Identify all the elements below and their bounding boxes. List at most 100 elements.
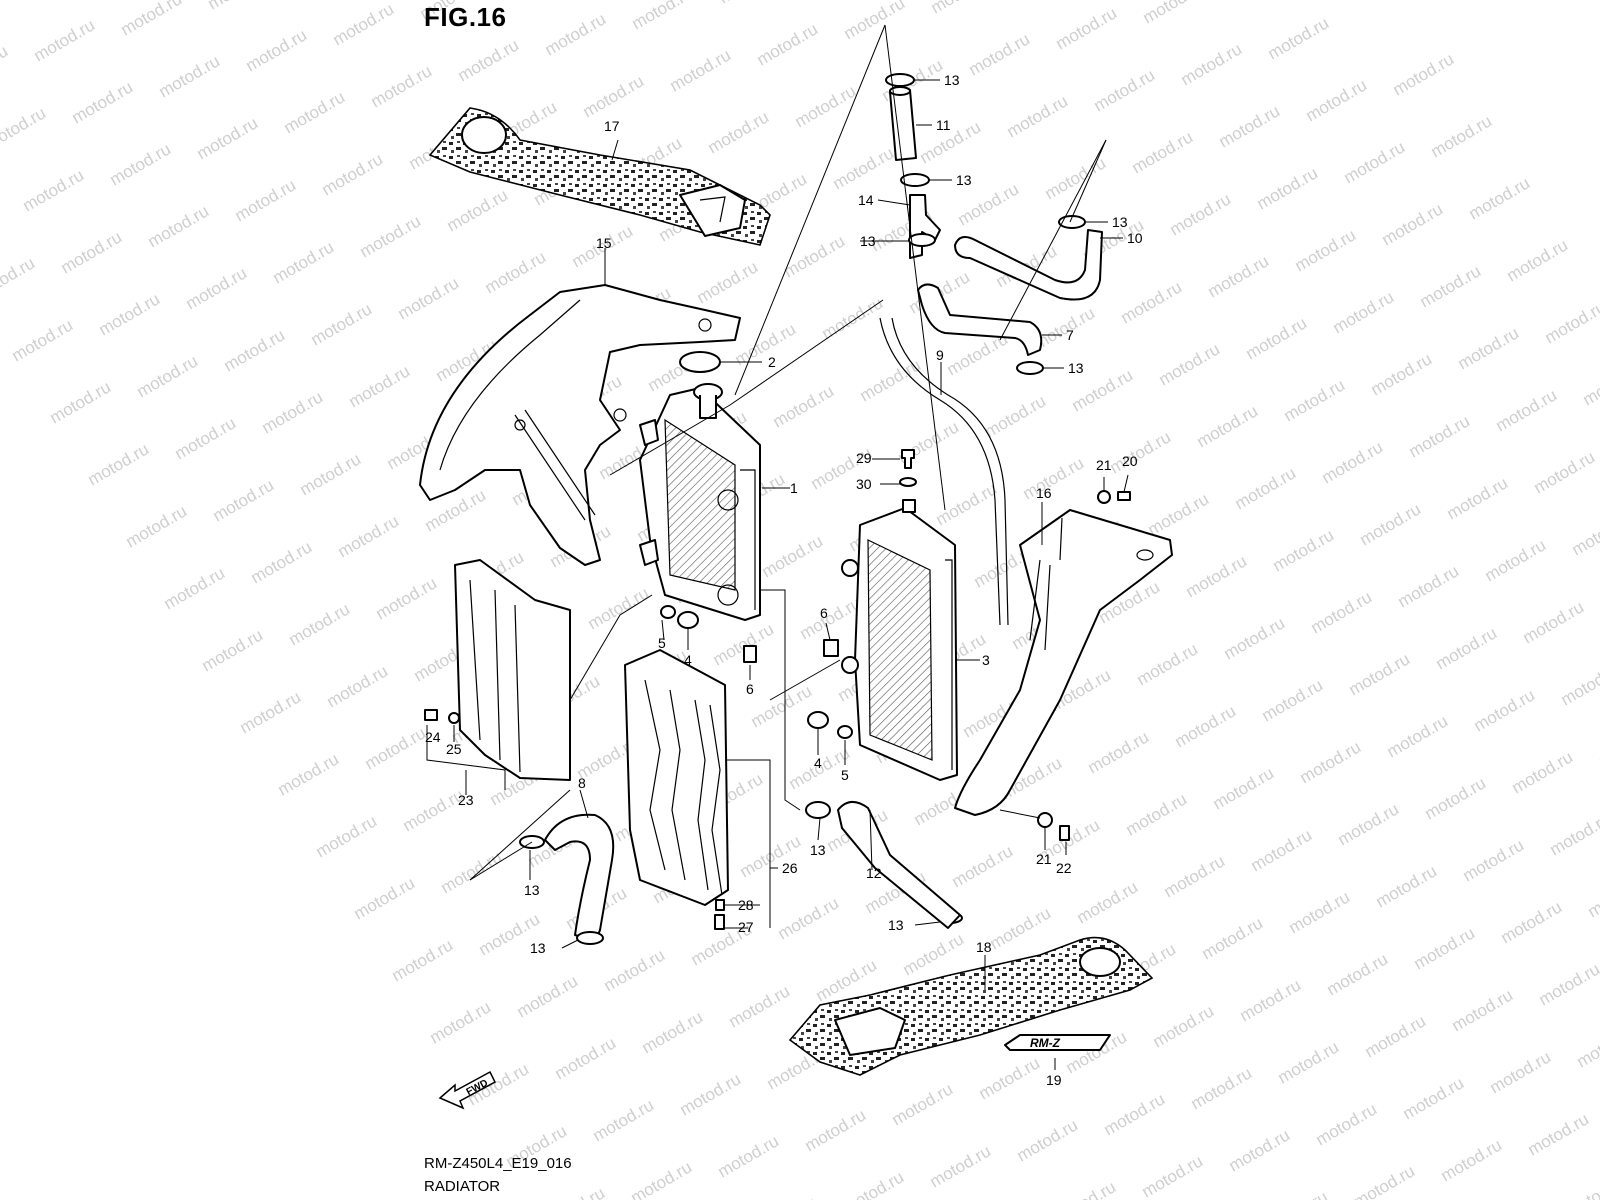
part-13-clamp-2[interactable] [900, 173, 930, 187]
watermark-text: motod.ru [1406, 411, 1474, 461]
part-26-radiator-guard[interactable] [624, 649, 729, 906]
part-3-radiator-right[interactable] [841, 499, 958, 781]
part-11-hose-upper[interactable] [889, 86, 917, 161]
part-10-hose[interactable] [954, 229, 1103, 301]
watermark-text: motod.ru [982, 391, 1050, 441]
watermark-text: motod.ru [1411, 923, 1479, 973]
watermark-text: motod.ru [1384, 711, 1452, 761]
watermark-text: motod.ru [1020, 453, 1088, 503]
watermark-text: motod.ru [1438, 1135, 1506, 1185]
part-24-clip[interactable] [424, 709, 438, 721]
part-14-t-joint[interactable] [909, 194, 941, 259]
watermark-text: motod.ru [243, 25, 311, 75]
callout-25: 25 [446, 741, 462, 757]
part-12-hose-lower-right[interactable] [837, 801, 961, 929]
callout-10: 10 [1127, 230, 1143, 246]
part-21-collar-lower[interactable] [1037, 812, 1053, 828]
watermark-text: motod.ru [1145, 489, 1213, 539]
watermark-text: motod.ru [297, 449, 365, 499]
part-7-hose[interactable] [917, 283, 1043, 356]
part-28-collar[interactable] [715, 899, 725, 911]
watermark-text: motod.ru [715, 1131, 783, 1181]
watermark-text: motod.ru [1395, 561, 1463, 611]
callout-4: 4 [684, 652, 692, 668]
callout-13: 13 [956, 172, 972, 188]
watermark-text: motod.ru [1139, 1151, 1207, 1200]
watermark-text: motod.ru [1259, 675, 1327, 725]
watermark-text: motod.ru [601, 945, 669, 995]
watermark-text: motod.ru [552, 1033, 620, 1083]
part-18-shroud-decal-lower[interactable] [788, 936, 1154, 1076]
watermark-text: motod.ru [275, 749, 343, 799]
callout-21: 21 [1036, 851, 1052, 867]
watermark-text: motod.ru [1308, 587, 1376, 637]
watermark-text: motod.ru [357, 211, 425, 261]
watermark-text: motod.ru [1199, 913, 1267, 963]
part-4-grommet-left[interactable] [677, 611, 699, 629]
part-1-radiator-left[interactable] [639, 383, 761, 621]
watermark-text: motod.ru [1194, 401, 1262, 451]
part-15-radiator-shroud[interactable] [419, 284, 741, 566]
watermark-text: motod.ru [1433, 623, 1501, 673]
watermark-text: motod.ru [69, 77, 137, 127]
watermark-text: motod.ru [368, 61, 436, 111]
part-21-collar-upper[interactable] [1097, 490, 1111, 504]
part-6-nut-right[interactable] [823, 639, 839, 657]
part-17-shroud-decal-upper[interactable] [428, 107, 771, 246]
watermark-text: motod.ru [1444, 473, 1512, 523]
watermark-text: motod.ru [889, 1079, 957, 1129]
part-5-collar-right[interactable] [837, 725, 853, 739]
watermark-text: motod.ru [1243, 313, 1311, 363]
part-13-clamp-4[interactable] [908, 233, 936, 247]
part-2-radiator-cap[interactable] [679, 351, 762, 373]
watermark-text: motod.ru [726, 981, 794, 1031]
watermark-text: motod.ru [1183, 551, 1251, 601]
part-13-clamp-5[interactable] [1016, 361, 1044, 375]
part-23-radiator-louver[interactable] [454, 559, 571, 781]
watermark-text: motod.ru [1596, 721, 1600, 771]
watermark-text: motod.ru [85, 439, 153, 489]
watermark-text: motod.ru [0, 253, 38, 303]
watermark-text: motod.ru [580, 71, 648, 121]
part-8-hose-lower-left[interactable] [544, 813, 615, 942]
watermark-text: motod.ru [966, 29, 1034, 79]
watermark-text: motod.ru [542, 9, 610, 59]
watermark-text: motod.ru [830, 143, 898, 193]
callout-7: 7 [1066, 327, 1074, 343]
callout-1: 1 [790, 480, 798, 496]
watermark-text: motod.ru [400, 785, 468, 835]
part-5-collar-left[interactable] [660, 605, 676, 619]
part-30-washer[interactable] [899, 477, 917, 487]
watermark-text: motod.ru [9, 315, 77, 365]
watermark-text: motod.ru [1226, 1125, 1294, 1175]
watermark-text: motod.ru [1303, 75, 1371, 125]
watermark-text: motod.ru [1140, 0, 1208, 27]
watermark-text: motod.ru [1400, 1073, 1468, 1123]
watermark-text: motod.ru [1004, 91, 1072, 141]
watermark-text: motod.ru [705, 107, 773, 157]
callout-13: 13 [810, 842, 826, 858]
watermark-text: motod.ru [775, 893, 843, 943]
watermark-text: motod.ru [1574, 1021, 1600, 1071]
part-20-bolt[interactable] [1117, 491, 1131, 501]
watermark-text: motod.ru [134, 351, 202, 401]
part-22-bolt[interactable] [1059, 825, 1070, 841]
part-4-grommet-right[interactable] [807, 711, 829, 729]
watermark-text: motod.ru [585, 583, 653, 633]
part-13-clamp-1[interactable] [885, 73, 915, 87]
watermark-text: motod.ru [1357, 499, 1425, 549]
part-6-nut-left[interactable] [743, 645, 757, 663]
part-16-radiator-shroud-right[interactable] [954, 509, 1173, 816]
watermark-text: motod.ru [927, 1141, 995, 1191]
watermark-text: motod.ru [362, 723, 430, 773]
part-9-breather-hose[interactable] [879, 317, 1009, 626]
part-27-bolt[interactable] [714, 914, 725, 930]
part-25-nut[interactable] [448, 712, 460, 724]
part-19-rmz-emblem[interactable]: RM-Z [1004, 1034, 1111, 1051]
part-29-bolt[interactable] [901, 449, 915, 469]
watermark-text: motod.ru [373, 573, 441, 623]
part-13-clamp-7[interactable] [576, 931, 604, 945]
watermark-text: motod.ru [1563, 1171, 1600, 1200]
part-13-clamp-8[interactable] [805, 801, 831, 819]
